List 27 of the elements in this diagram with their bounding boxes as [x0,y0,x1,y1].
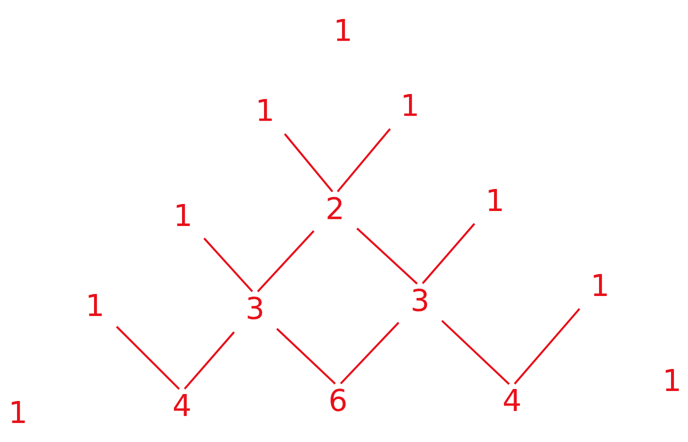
merge-stroke [336,128,391,192]
merge-stroke [514,308,580,384]
merge-stroke [276,328,336,384]
number: 2 [328,196,342,220]
number: 3 [248,296,262,320]
merge-stroke [116,326,180,390]
merge-stroke [356,228,418,284]
merge-stroke [203,238,254,292]
merge-stroke [422,223,476,284]
number: 3 [412,288,428,312]
number: 1 [404,94,417,116]
number: 1 [88,294,102,316]
number: 1 [488,189,502,211]
number: 1 [258,99,272,121]
number: 4 [504,389,520,411]
number: 1 [336,19,350,41]
merge-stroke [441,320,510,385]
number: 1 [176,204,190,226]
number: 1 [666,369,679,391]
merge-stroke [184,331,235,390]
merge-stroke [256,230,314,292]
merge-stroke [340,322,400,384]
merge-stroke [284,133,334,192]
number: 1 [594,274,607,296]
number: 6 [330,388,346,412]
number: 1 [12,401,25,423]
number: 4 [174,394,190,416]
